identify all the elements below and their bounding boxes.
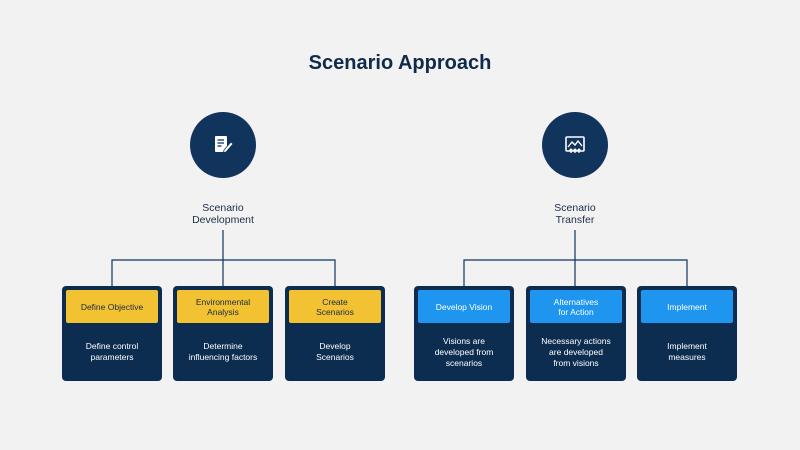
step-heading: Create Scenarios	[289, 290, 381, 323]
scenario-transfer-circle	[542, 112, 608, 178]
step-card-implement: Implement Implement measures	[637, 286, 737, 381]
step-description: Define control parameters	[85, 341, 139, 362]
step-heading: Environmental Analysis	[177, 290, 269, 323]
step-description: Develop Scenarios	[316, 341, 354, 362]
step-description: Necessary actions are developed from vis…	[541, 335, 611, 368]
step-description: Determine influencing factors	[188, 341, 258, 362]
step-heading: Define Objective	[66, 290, 158, 323]
step-card-environmental-analysis: Environmental Analysis Determine influen…	[173, 286, 273, 381]
connector-left-bar	[111, 259, 336, 286]
image-transfer-icon	[565, 136, 585, 153]
step-heading: Alternatives for Action	[530, 290, 622, 323]
diagram-title: Scenario Approach	[308, 52, 492, 74]
step-card-define-objective: Define Objective Define control paramete…	[62, 286, 162, 381]
step-card-develop-vision: Develop Vision Visions are developed fro…	[414, 286, 514, 381]
scenario-development-circle	[190, 112, 256, 178]
branch-label-scenario-development: Scenario Development	[192, 202, 254, 226]
step-heading: Develop Vision	[418, 290, 510, 323]
connector-right-bar	[463, 259, 688, 286]
step-card-alternatives-for-action: Alternatives for Action Necessary action…	[526, 286, 626, 381]
step-description: Implement measures	[667, 341, 707, 362]
step-heading: Implement	[641, 290, 733, 323]
step-description: Visions are developed from scenarios	[434, 335, 494, 368]
document-edit-icon	[215, 136, 234, 154]
step-card-create-scenarios: Create Scenarios Develop Scenarios	[285, 286, 385, 381]
branch-label-scenario-transfer: Scenario Transfer	[554, 202, 596, 226]
